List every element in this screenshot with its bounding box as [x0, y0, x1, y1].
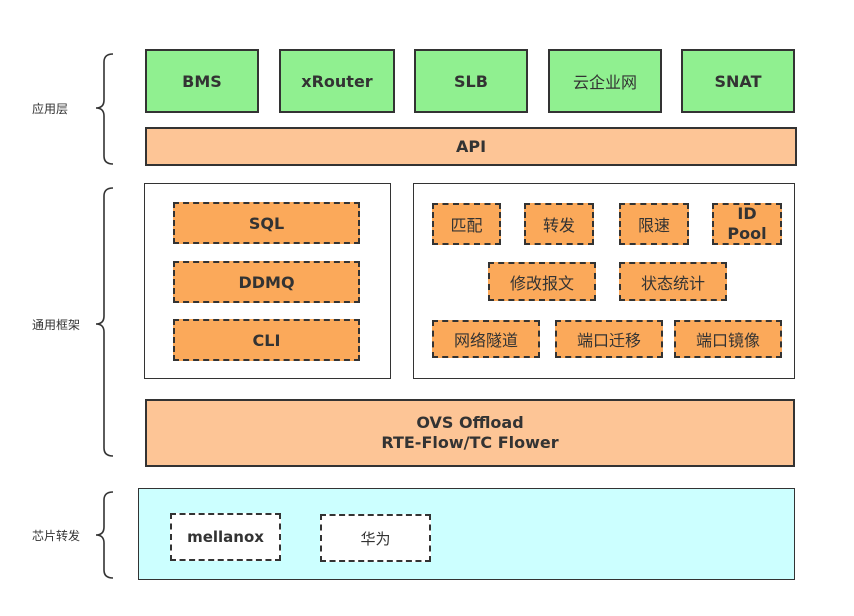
feature-id-pool: ID Pool: [712, 203, 782, 245]
module-ddmq: DDMQ: [173, 261, 360, 303]
feature-id-pool-line1: ID: [737, 204, 757, 223]
ovs-offload-subtitle: RTE-Flow/TC Flower: [381, 433, 559, 452]
feature-status-stats: 状态统计: [619, 262, 727, 301]
feature-rate-limit: 限速: [619, 203, 689, 245]
ovs-offload-title: OVS Offload: [416, 413, 524, 432]
app-box-snat: SNAT: [681, 49, 795, 113]
app-box-bms: BMS: [145, 49, 259, 113]
module-sql: SQL: [173, 202, 360, 244]
module-cli: CLI: [173, 319, 360, 361]
api-bar: API: [145, 127, 797, 166]
feature-tunnel: 网络隧道: [432, 320, 540, 358]
feature-match: 匹配: [432, 203, 501, 245]
feature-id-pool-line2: Pool: [727, 224, 767, 243]
feature-modify-packet: 修改报文: [488, 262, 596, 301]
feature-forward: 转发: [524, 203, 594, 245]
app-box-xrouter: xRouter: [279, 49, 395, 113]
app-box-cloud-enterprise-network: 云企业网: [548, 49, 662, 113]
layer-label-chip: 芯片转发: [32, 529, 81, 543]
vendor-huawei: 华为: [320, 514, 431, 562]
ovs-offload-bar: OVS Offload RTE-Flow/TC Flower: [145, 399, 795, 467]
app-box-slb: SLB: [414, 49, 528, 113]
vendor-mellanox: mellanox: [170, 513, 281, 561]
layer-label-framework: 通用框架: [32, 318, 81, 332]
layer-label-application: 应用层: [32, 102, 69, 116]
feature-port-mirror: 端口镜像: [674, 320, 782, 358]
feature-port-migrate: 端口迁移: [555, 320, 663, 358]
